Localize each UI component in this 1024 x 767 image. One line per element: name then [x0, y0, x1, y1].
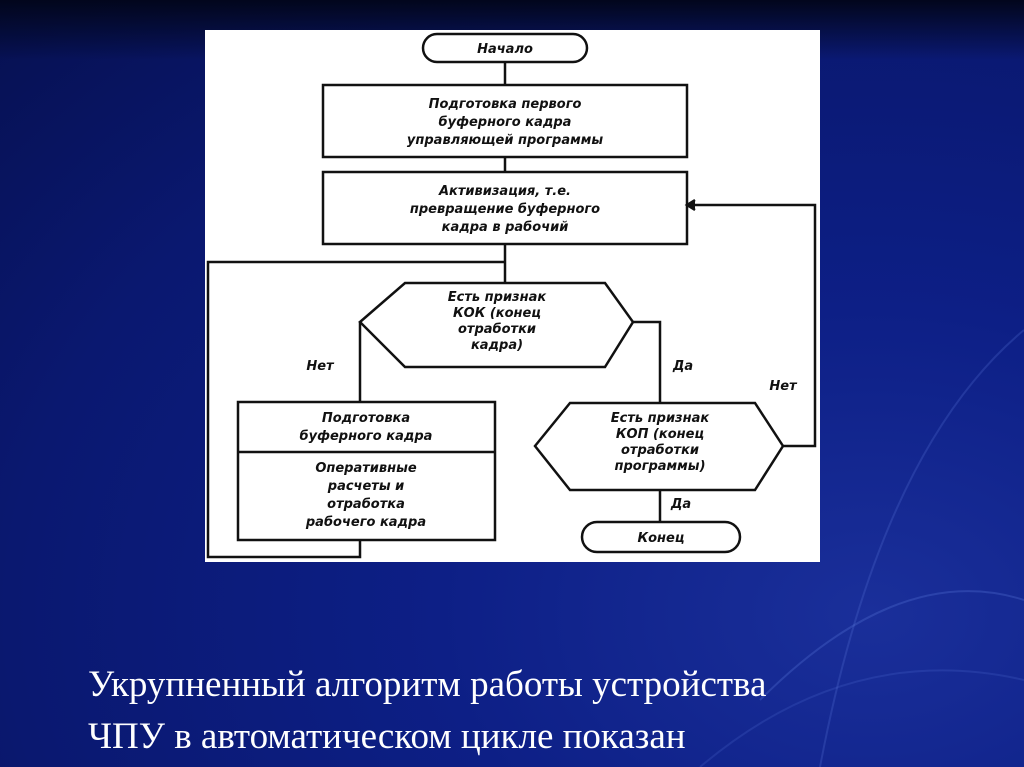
process-box-3 — [236, 400, 497, 542]
decision-1 — [358, 281, 635, 369]
start-label: Начало — [477, 42, 533, 57]
end-label: Конец — [638, 531, 685, 546]
decision-1-yes-label: Да — [672, 359, 693, 374]
decision-2-yes-label: Да — [670, 497, 691, 512]
decision-2 — [533, 401, 785, 492]
background-swirl — [759, 590, 1024, 701]
decision-2-no-label: Нет — [769, 379, 798, 394]
end-terminal — [580, 520, 742, 554]
start-terminal — [421, 32, 589, 64]
connectors — [206, 62, 817, 559]
process-box-1 — [321, 83, 689, 159]
caption-line-2: ЧПУ в автоматическом цикле показан — [88, 716, 686, 757]
caption-line-1: Укрупненный алгоритм работы устройства — [88, 664, 767, 705]
process-box-2 — [321, 170, 689, 246]
background-swirl — [699, 669, 1024, 767]
background-swirl — [819, 329, 1024, 767]
decision-1-no-label: Нет — [306, 359, 335, 374]
